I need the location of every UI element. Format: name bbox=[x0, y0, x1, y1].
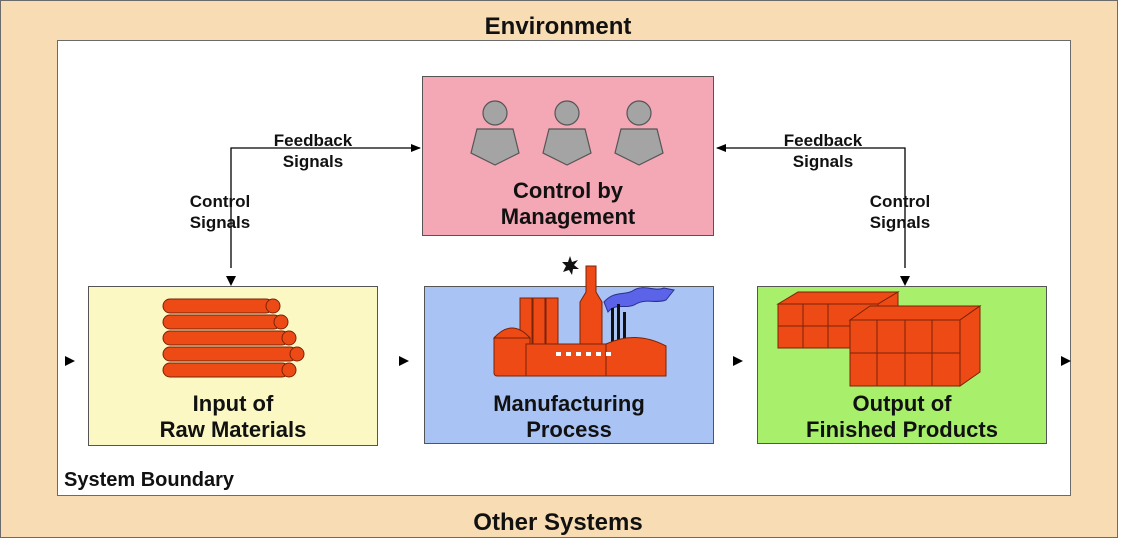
right-control-arrowhead bbox=[900, 276, 910, 286]
factory-icon bbox=[492, 256, 675, 377]
spark-icon bbox=[562, 256, 579, 275]
logs-icon bbox=[162, 298, 305, 378]
flow-arrow-3 bbox=[733, 356, 743, 366]
right-feedback-line bbox=[716, 144, 906, 268]
people-icon bbox=[470, 100, 664, 166]
flow-arrow-2 bbox=[399, 356, 409, 366]
flow-arrow-4 bbox=[1061, 356, 1071, 366]
boxes-icon bbox=[776, 291, 982, 387]
system-boundary-label: System Boundary bbox=[64, 469, 235, 491]
environment-label: Environment bbox=[484, 13, 632, 40]
flow-arrow-1 bbox=[65, 356, 75, 366]
other-systems-label: Other Systems bbox=[473, 509, 643, 536]
left-control-arrowhead bbox=[226, 276, 236, 286]
left-feedback-line bbox=[230, 144, 421, 268]
